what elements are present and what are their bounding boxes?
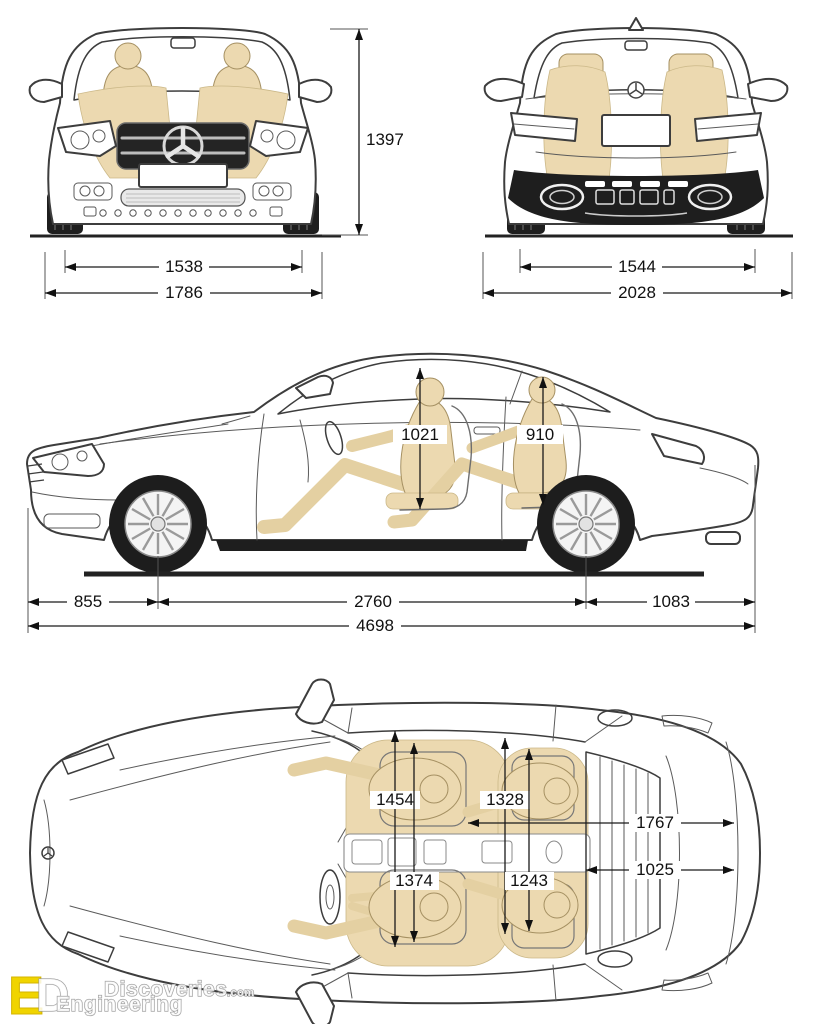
front-bumper-sensors [83, 206, 283, 217]
top-star-icon [41, 846, 55, 860]
watermark-logo-e: E [8, 966, 44, 1024]
rear-star-icon [627, 81, 645, 99]
top-hood-lines [43, 735, 336, 971]
side-front-bumper [27, 463, 121, 529]
side-dim-overhang-front: 855 [28, 592, 158, 611]
front-mirror-right-icon [298, 78, 333, 103]
rear-license-plate [601, 114, 671, 147]
side-beltline [99, 421, 641, 445]
front-lower-intake [120, 188, 246, 207]
watermark: E D Discoveries .com Engineering [8, 966, 255, 1024]
front-dim-height: 1397 [322, 28, 404, 236]
side-rocker-panel [216, 540, 528, 551]
rear-view: 1544 2028 [482, 17, 793, 302]
top-dim-interior-front: 1454 [370, 731, 420, 947]
front-mirror-left-icon [28, 78, 63, 103]
side-dim-overhang-front-label: 855 [74, 592, 102, 611]
side-dashboard [299, 419, 344, 483]
side-glasshouse [277, 358, 611, 415]
front-license-plate [138, 163, 228, 188]
watermark-brand: Discoveries [104, 978, 227, 1001]
top-dim-interior-rear-label: 1328 [486, 790, 524, 809]
side-door-line [255, 413, 265, 541]
top-dim-interior-front-label: 1454 [376, 790, 414, 809]
rear-dim-width: 2028 [482, 252, 793, 302]
top-roof-lines [309, 704, 623, 1002]
rear-trunk-edge-line [535, 151, 737, 159]
side-dim-overhang-rear-label: 1083 [652, 592, 690, 611]
watermark-logo-d: D [36, 969, 70, 1021]
watermark-brand-suffix: .com [227, 987, 255, 999]
side-dim-length: 4698 [28, 616, 755, 635]
top-steering-wheel-icon [319, 869, 341, 925]
side-dim-wheelbase: 2760 [158, 592, 586, 611]
side-door-handle-icon [473, 426, 501, 435]
top-view: 1454 1374 1328 1243 1767 1025 [29, 678, 761, 1024]
top-dim-width-rear-label: 1025 [636, 860, 674, 879]
top-dim-width-body: 1767 [468, 813, 734, 832]
front-dim-track: 1538 [64, 250, 303, 276]
side-window-divider [509, 370, 523, 405]
rear-dim-track-label: 1544 [618, 257, 656, 276]
front-view: 1397 1538 1786 [28, 27, 404, 302]
side-view: 1021 910 855 2760 1083 [26, 352, 760, 635]
front-headlight-right-icon [249, 120, 309, 157]
top-mirror-lower-icon [295, 981, 335, 1024]
side-wiper-icon [221, 415, 251, 425]
front-foglight-right-icon [252, 182, 292, 201]
top-headlight-right-icon [61, 931, 115, 963]
watermark-line2: Engineering [56, 993, 183, 1016]
front-grille [116, 122, 250, 170]
rear-taillight-right-icon [694, 112, 762, 142]
front-dim-track-label: 1538 [165, 257, 203, 276]
front-dim-height-label: 1397 [366, 130, 404, 149]
rear-exhaust-left-icon [539, 183, 585, 211]
top-headlight-left-icon [61, 743, 115, 775]
side-exhaust-tip-icon [705, 531, 741, 545]
side-dim-headroom-rear-label: 910 [526, 425, 554, 444]
front-headlight-left-icon [57, 120, 117, 157]
rear-antenna-fin-icon [628, 17, 644, 31]
rear-exhaust-right-icon [687, 183, 733, 211]
top-dim-elbow-front: 1374 [390, 743, 439, 942]
rear-mirror-right-icon [747, 78, 789, 102]
front-rearview-mirror-icon [170, 37, 196, 49]
top-mirror-upper-icon [295, 678, 335, 725]
side-mirror-icon [295, 374, 334, 399]
side-dim-length-label: 4698 [356, 616, 394, 635]
top-dim-width-rear: 1025 [586, 860, 734, 879]
front-foglight-left-icon [73, 182, 113, 201]
rear-mirror-left-icon [483, 78, 525, 102]
rear-seatbacks [543, 65, 729, 194]
rear-dim-width-label: 2028 [618, 283, 656, 302]
top-dim-elbow-front-label: 1374 [395, 871, 433, 890]
side-dim-headroom-front: 1021 [393, 368, 447, 509]
top-center-console [343, 833, 591, 873]
front-windshield [73, 36, 291, 101]
top-dim-elbow-rear-label: 1243 [510, 871, 548, 890]
side-steering-wheel-icon [324, 420, 344, 456]
top-dim-elbow-rear: 1243 [505, 749, 554, 931]
top-dim-interior-rear: 1328 [480, 738, 530, 934]
side-dim-headroom-rear: 910 [517, 377, 563, 505]
top-dim-width-body-label: 1767 [636, 813, 674, 832]
rear-interior-mirror-icon [624, 40, 648, 51]
side-dim-wheelbase-label: 2760 [354, 592, 392, 611]
side-dim-headroom-front-label: 1021 [401, 425, 439, 444]
front-dim-width: 1786 [44, 252, 323, 302]
front-dim-width-label: 1786 [165, 283, 203, 302]
top-rear-window [585, 751, 661, 955]
side-dim-overhang-rear: 1083 [586, 592, 755, 611]
side-taillight-icon [651, 433, 749, 485]
side-headlight-icon [32, 443, 105, 477]
rear-dim-track: 1544 [519, 249, 756, 276]
rear-taillight-left-icon [510, 112, 578, 142]
rear-bumper-diffuser [508, 170, 764, 225]
top-trunk-lines [597, 709, 739, 992]
